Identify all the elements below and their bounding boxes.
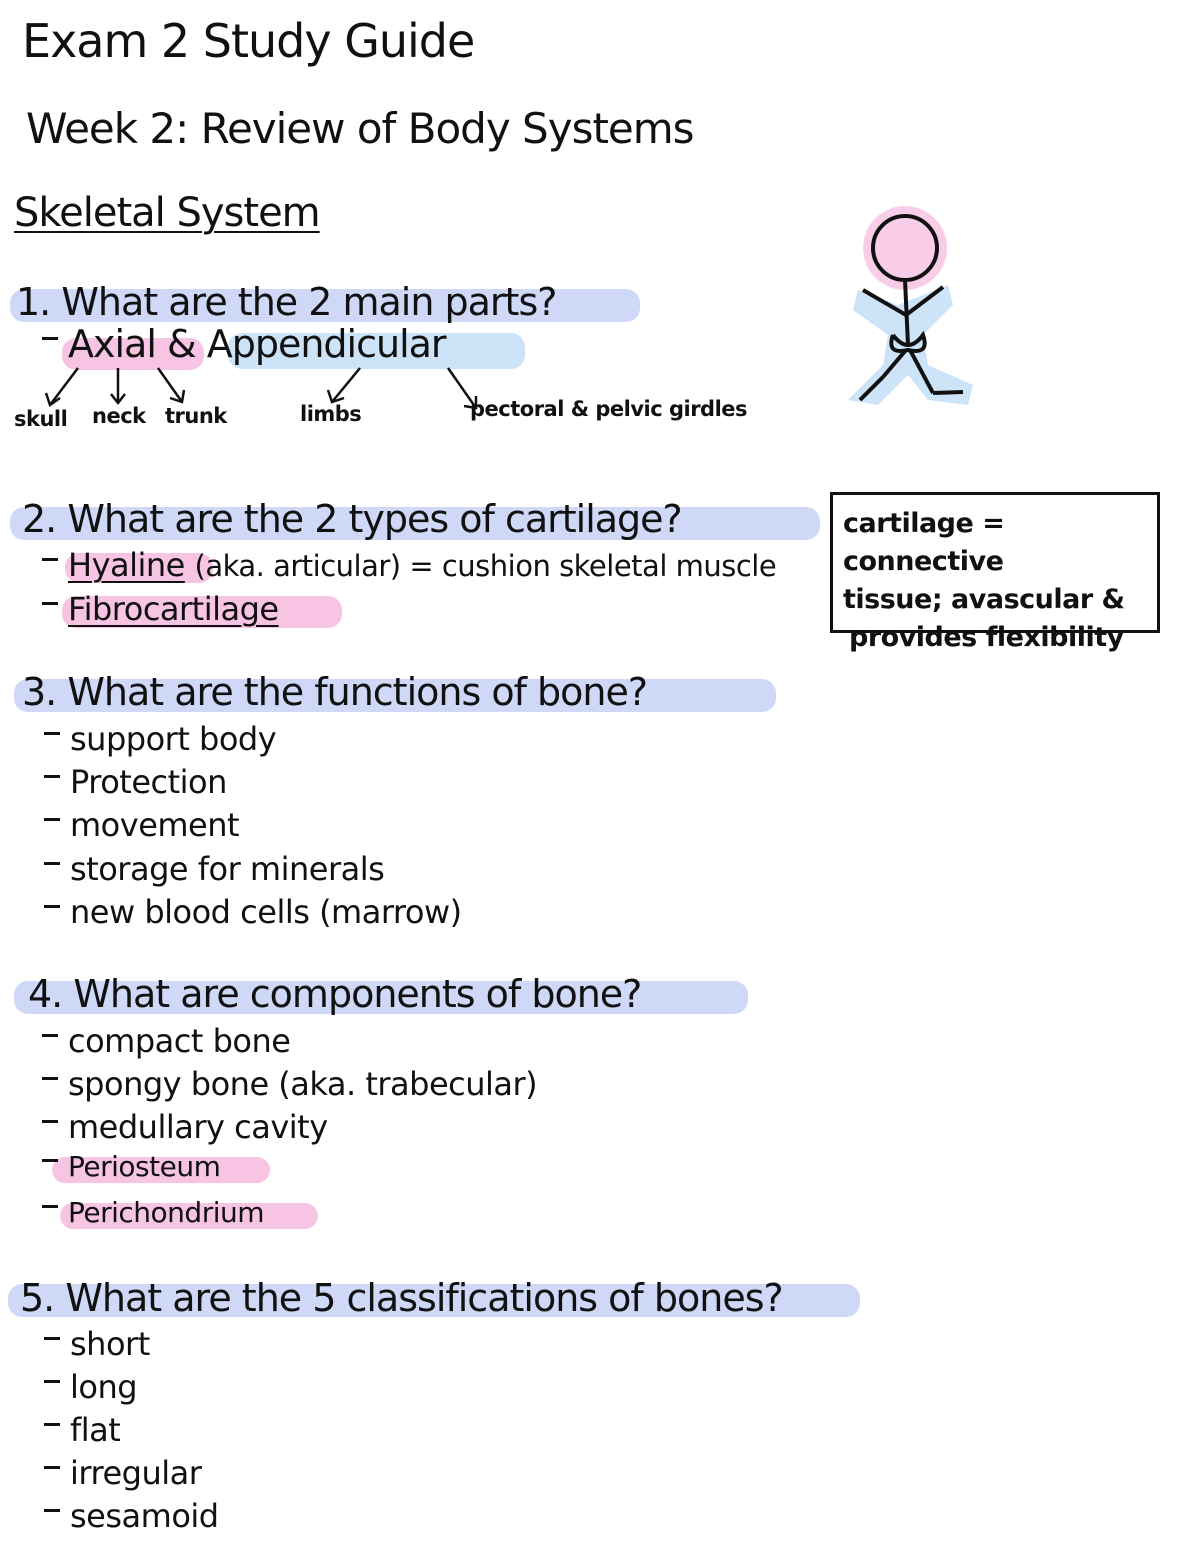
appendicular-highlight [228, 333, 525, 369]
dash [44, 1422, 60, 1426]
fibrocartilage-label: Fibrocartilage [68, 590, 279, 628]
dash [42, 1119, 58, 1123]
axial-label: Axial [68, 322, 157, 366]
q5-item-label: short [70, 1325, 150, 1363]
note-line-2: tissue; avascular & [843, 584, 1125, 615]
q3-item: support body [44, 720, 277, 758]
q4-item: Periosteum [42, 1150, 221, 1183]
perichondrium-highlight [60, 1203, 318, 1229]
appendicular-label: Appendicular [206, 322, 447, 366]
q5-item-label: irregular [70, 1454, 202, 1492]
q3-item-label: support body [70, 720, 277, 758]
q2-item-fibro: Fibrocartilage [42, 590, 279, 628]
q4-question: 4. What are components of bone? [28, 972, 642, 1016]
q3-item: Protection [44, 763, 227, 801]
periosteum-highlight [52, 1157, 270, 1183]
q1-highlight [10, 289, 640, 322]
sub-skull: skull [14, 407, 68, 431]
q3-item-label: storage for minerals [70, 850, 385, 888]
figure-head-highlight [863, 206, 947, 290]
q4-item-label: Periosteum [68, 1150, 221, 1183]
q5-item: short [44, 1325, 150, 1363]
dash [42, 601, 58, 605]
ampersand: & [166, 322, 197, 366]
q3-item-label: Protection [70, 763, 227, 801]
dash [44, 1336, 60, 1340]
q3-item: storage for minerals [44, 850, 385, 888]
q3-question: 3. What are the functions of bone? [22, 670, 648, 714]
q1-question: 1. What are the 2 main parts? [16, 280, 557, 324]
q1-arrows [44, 367, 478, 410]
q5-item: long [44, 1368, 138, 1406]
q4-item-label: medullary cavity [68, 1108, 328, 1146]
dash [44, 1379, 60, 1383]
q1-answer: Axial & Appendicular [42, 322, 447, 366]
hyaline-highlight [65, 553, 213, 583]
sub-limbs: limbs [300, 402, 362, 426]
dash [44, 731, 60, 735]
dash [42, 1158, 58, 1162]
q3-highlight [14, 679, 776, 712]
dash [44, 1508, 60, 1512]
q5-item-label: long [70, 1368, 138, 1406]
q4-item-label: Perichondrium [68, 1196, 265, 1229]
fibro-highlight [62, 596, 342, 628]
q5-item: sesamoid [44, 1497, 219, 1535]
q5-highlight [8, 1284, 860, 1317]
cartilage-note-box: cartilage = connective tissue; avascular… [830, 492, 1160, 653]
q4-item: medullary cavity [42, 1108, 328, 1146]
sub-trunk: trunk [165, 404, 227, 428]
q4-item: spongy bone (aka. trabecular) [42, 1065, 538, 1103]
dash [42, 1204, 58, 1208]
q2-item-hyaline: Hyaline (aka. articular) = cushion skele… [42, 546, 777, 584]
q2-highlight [10, 507, 820, 540]
q3-item-label: new blood cells (marrow) [70, 893, 462, 931]
q3-item-label: movement [70, 806, 240, 844]
q5-item-label: flat [70, 1411, 121, 1449]
q4-item-label: spongy bone (aka. trabecular) [68, 1065, 538, 1103]
dash [42, 557, 58, 561]
hyaline-note: (aka. articular) = cushion skeletal musc… [194, 549, 777, 583]
q4-item-label: compact bone [68, 1022, 291, 1060]
dash [44, 904, 60, 908]
q5-item: flat [44, 1411, 121, 1449]
q3-item: new blood cells (marrow) [44, 893, 462, 931]
note-line-1: cartilage = connective [843, 508, 1005, 577]
q3-item: movement [44, 806, 240, 844]
dash [44, 861, 60, 865]
axial-highlight [62, 338, 204, 370]
page-title: Exam 2 Study Guide [22, 14, 475, 68]
note-line-3: provides flexibility [849, 622, 1124, 653]
q5-question: 5. What are the 5 classifications of bon… [20, 1276, 784, 1320]
q4-item: compact bone [42, 1022, 291, 1060]
sub-girdles: pectoral & pelvic girdles [470, 397, 748, 421]
sub-neck: neck [92, 404, 146, 428]
q2-question: 2. What are the 2 types of cartilage? [22, 497, 683, 541]
dash [44, 1465, 60, 1469]
hyaline-label: Hyaline [68, 546, 185, 584]
dash [44, 774, 60, 778]
dash [42, 337, 58, 340]
section-heading: Skeletal System [14, 190, 321, 236]
dash [44, 817, 60, 821]
dash [42, 1033, 58, 1037]
q5-item: irregular [44, 1454, 202, 1492]
q4-highlight [14, 981, 748, 1014]
q5-item-label: sesamoid [70, 1497, 219, 1535]
q4-item: Perichondrium [42, 1196, 265, 1229]
dash [42, 1076, 58, 1080]
page-subtitle: Week 2: Review of Body Systems [26, 104, 695, 153]
stick-figure-drawing [848, 206, 973, 405]
